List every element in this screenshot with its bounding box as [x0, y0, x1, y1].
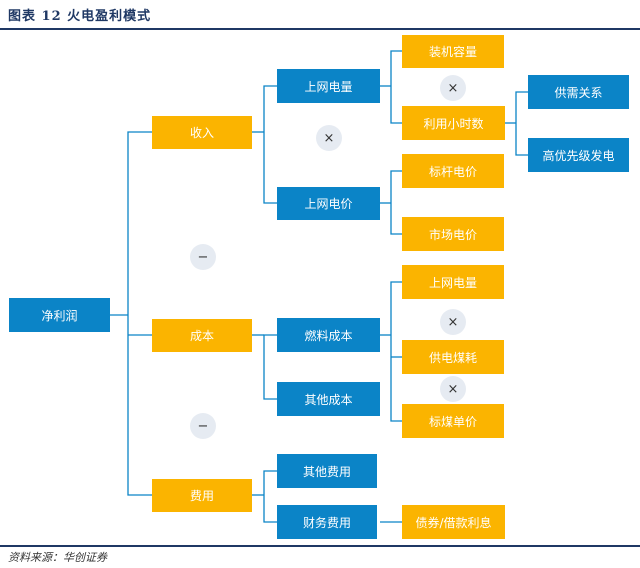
- node-market-price: 市场电价: [402, 217, 504, 251]
- connector-revenue-bracket: [263, 85, 277, 204]
- node-supply-demand: 供需关系: [528, 75, 629, 109]
- node-cost: 成本: [152, 319, 252, 352]
- node-capacity: 装机容量: [402, 35, 504, 68]
- node-grid-price: 上网电价: [277, 187, 380, 220]
- node-fuel-cost: 燃料成本: [277, 318, 380, 352]
- node-financial-expense: 财务费用: [277, 505, 377, 539]
- node-other-expense: 其他费用: [277, 454, 377, 488]
- node-revenue: 收入: [152, 116, 252, 149]
- connector-hours-bracket: [515, 91, 528, 156]
- connector-cost-bracket: [263, 334, 277, 400]
- minus-operator-cost-expense: −: [190, 413, 216, 439]
- top-rule: [0, 28, 640, 30]
- node-coal-unit-price: 标煤单价: [402, 404, 504, 438]
- connector-grid-energy-bracket: [390, 50, 402, 124]
- times-operator-coal-price: ×: [440, 376, 466, 402]
- node-bond-interest: 债券/借款利息: [402, 505, 505, 539]
- node-grid-energy-fuel: 上网电量: [402, 265, 504, 299]
- node-benchmark-price: 标杆电价: [402, 154, 504, 188]
- figure-title: 图表 12 火电盈利模式: [8, 9, 152, 24]
- node-net-profit: 净利润: [9, 298, 110, 332]
- node-expense: 费用: [152, 479, 252, 512]
- times-operator-energy-price: ×: [316, 125, 342, 151]
- node-utilization-hours: 利用小时数: [402, 106, 505, 140]
- times-operator-energy-coal: ×: [440, 309, 466, 335]
- connector-expense-bracket: [263, 470, 277, 523]
- node-other-cost: 其他成本: [277, 382, 380, 416]
- connector-grid-price-bracket: [390, 170, 402, 235]
- bottom-rule: [0, 545, 640, 547]
- connector-level1-bracket: [127, 131, 152, 496]
- connector-fuel-bracket: [390, 281, 402, 422]
- node-efficient-generation: 高优先级发电: [528, 138, 629, 172]
- source-note: 资料来源：华创证券: [8, 551, 107, 564]
- times-operator-capacity-hours: ×: [440, 75, 466, 101]
- minus-operator-revenue-cost: −: [190, 244, 216, 270]
- node-grid-energy: 上网电量: [277, 69, 380, 103]
- node-coal-consumption: 供电煤耗: [402, 340, 504, 374]
